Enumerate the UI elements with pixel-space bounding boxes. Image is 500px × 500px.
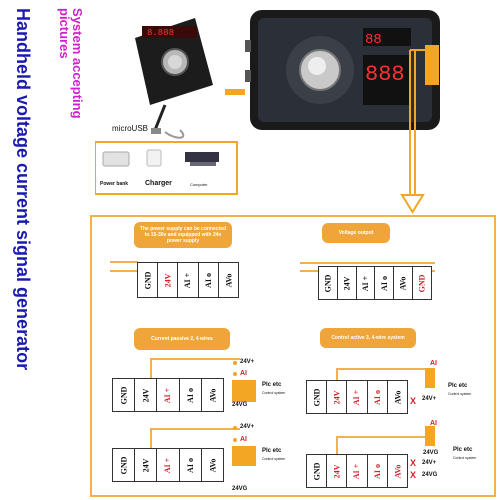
pin: GND [138,263,159,297]
plc-sub-label: Control system [453,456,477,460]
plc-sub-label: Control system [262,457,286,461]
x-mark: X [410,470,417,480]
pin: AVo [207,388,217,402]
pin: AVo [392,464,402,478]
plc-label: Plc etc [262,382,282,388]
system-caption: System accepting pictures [57,8,85,119]
pin: 24V [327,455,348,487]
current-passive-pill: Current passive 2, 4 wires [134,328,230,350]
pin: GND [113,449,136,481]
pin: AVo [392,390,402,404]
terminal-block-3: GND 24V AI + AI o AVo [112,378,224,412]
power-bank-label: Power bank [100,181,129,187]
svg-text:88: 88 [365,32,382,48]
plc-sub-label: Control system [448,392,472,396]
svg-text:8.888: 8.888 [147,28,174,38]
supply-ground-label: 24VG [232,486,248,492]
wire [150,358,240,360]
pin: GND [113,379,136,411]
pin: AI o [368,381,388,413]
pin: 24V [158,263,179,297]
pin: GND [417,274,427,292]
wire [150,428,240,430]
x-mark: X [410,396,417,406]
analog-input-label: AI [240,370,247,377]
pin: AI + [178,263,199,297]
pin: AI o [180,379,202,411]
pin: AI + [347,381,368,413]
wire [336,436,338,456]
microusb-label: microUSB [112,124,149,133]
pin: AI o [375,267,395,299]
plc-label: Plc etc [262,448,282,454]
supply-ground-label: 24VG [232,402,248,408]
pin: AI + [157,449,180,481]
main-title: Handheld voltage current signal generato… [13,8,33,371]
terminal-dot [233,361,237,365]
pin: AI + [347,455,368,487]
product-photos: 8.888 88 888 [95,10,440,214]
pin: GND [307,455,328,487]
plc-label: Plc etc [448,383,468,389]
wire [300,262,435,264]
supply-positive-label: 24V+ [240,359,255,365]
wire [150,428,152,450]
terminal-block-2: GND 24V AI + AI o AVo GND [318,266,432,300]
terminal-dot [233,426,237,430]
pin: AVo [223,273,233,287]
terminal-block-1: GND 24V AI + AI o AVo [137,262,239,298]
analog-input-label: AI [430,420,437,427]
supply-ground-label: 24VG [423,450,439,456]
voltage-output-pill: Voltage output [322,223,390,243]
pin: AI o [180,449,202,481]
supply-positive-label: 24V+ [422,460,437,466]
handheld-device-small: 8.888 [135,18,213,105]
wire [110,261,138,263]
plc-sub-label: Control system [262,391,286,395]
terminal-block-4: GND 24V AI + AI o AVo [112,448,224,482]
handheld-device-large: 88 888 [245,10,440,130]
pin: 24V [135,449,158,481]
supply-positive-label: 24V+ [240,424,255,430]
wire [110,270,152,272]
terminal-block-6: GND 24V AI + AI o AVo [306,454,408,488]
terminal-dot [233,438,237,442]
pin: AI o [368,455,388,487]
plc-label: Plc etc [453,447,473,453]
pin: AI o [199,263,219,297]
pin: 24V [135,379,158,411]
pin: 24V [327,381,348,413]
x-mark: X [410,458,417,468]
computer-label: Computer [190,182,208,187]
pin: GND [307,381,328,413]
plc-box [425,368,435,388]
pin: 24V [338,267,357,299]
analog-input-label: AI [240,436,247,443]
pin: GND [319,267,338,299]
wire [150,358,152,380]
plc-box [232,380,256,402]
terminal-dot [233,372,237,376]
plc-box [425,426,435,446]
pin: AI + [357,267,376,299]
pin: AVo [394,267,414,299]
supply-ground-label: 24VG [422,472,438,478]
svg-text:888: 888 [365,62,405,87]
pin: AI + [157,379,180,411]
control-active-pill: Control active 3, 4-wire system [320,328,416,348]
terminal-block-5: GND 24V AI + AI o AVo [306,380,408,414]
analog-input-label: AI [430,360,437,367]
supply-positive-label: 24V+ [422,396,437,402]
pin: AVo [207,458,217,472]
wire [336,368,338,382]
wire [336,368,426,370]
wire [336,436,428,438]
plc-box [232,446,256,466]
power-note-pill: The power supply can be connected to 15-… [134,222,232,248]
charger-label: Charger [145,180,172,187]
